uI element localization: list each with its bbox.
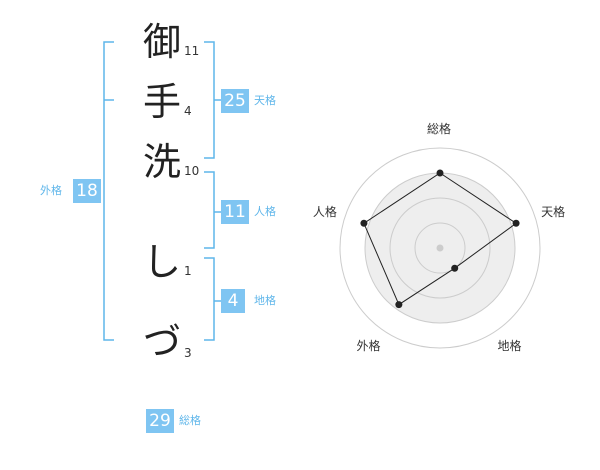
radar-ring-1 xyxy=(414,222,466,274)
stroke-count-5: 3 xyxy=(184,346,192,360)
tenkaku-value: 25 xyxy=(221,89,249,113)
radar-axis-label-3: 地格 xyxy=(497,339,522,354)
radar-axis-label-1: 総格 xyxy=(427,122,452,136)
name-char-2: 手 xyxy=(142,80,181,124)
radar-point-1 xyxy=(436,169,444,177)
tenkaku-label: 天格 xyxy=(254,94,276,107)
radar-ring-2 xyxy=(389,197,491,299)
soukaku-value: 29 xyxy=(146,409,174,433)
name-char-3: 洗 xyxy=(142,140,181,184)
radar-shape xyxy=(363,172,517,306)
radar-ring-4 xyxy=(339,147,541,349)
chikaku-label: 地格 xyxy=(254,294,276,307)
jinkaku-label: 人格 xyxy=(254,205,276,218)
soukaku-label: 総格 xyxy=(179,414,201,427)
radar-axis-label-4: 外格 xyxy=(356,339,381,354)
radar-points xyxy=(360,169,520,309)
radar-point-3 xyxy=(451,264,459,272)
radar-axis-label-5: 人格 xyxy=(312,204,337,219)
jinkaku-value: 11 xyxy=(221,200,249,224)
radar-point-5 xyxy=(360,219,368,227)
name-char-5: づ xyxy=(142,320,181,364)
radar-point-4 xyxy=(395,301,403,309)
gaikaku-label: 外格 xyxy=(40,184,62,197)
stroke-count-3: 10 xyxy=(184,164,200,178)
gaikaku-value: 18 xyxy=(73,179,101,203)
stroke-count-1: 11 xyxy=(184,44,200,58)
stroke-count-4: 1 xyxy=(184,264,192,278)
stroke-count-2: 4 xyxy=(184,104,192,118)
radar-center-dot xyxy=(436,244,444,252)
name-char-4: し xyxy=(142,240,181,284)
jinkaku-bracket xyxy=(204,171,215,249)
chikaku-value: 4 xyxy=(221,289,245,313)
chikaku-bracket xyxy=(204,257,215,341)
radar-point-2 xyxy=(512,219,520,227)
gaikaku-bracket xyxy=(103,41,114,341)
name-char-1: 御 xyxy=(142,20,181,64)
radar-axis-label-2: 天格 xyxy=(541,204,566,219)
